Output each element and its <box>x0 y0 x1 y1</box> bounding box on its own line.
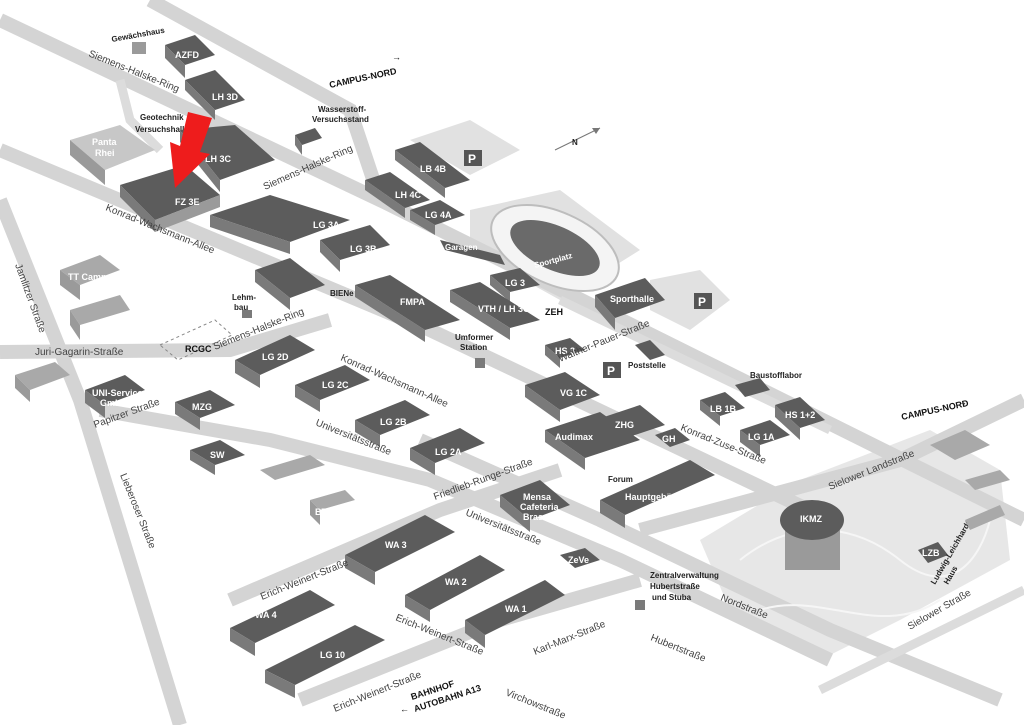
svg-text:Forum: Forum <box>608 475 633 484</box>
svg-text:GH: GH <box>662 434 676 444</box>
svg-text:LB 4B: LB 4B <box>420 164 447 174</box>
svg-text:LH 3D: LH 3D <box>212 92 239 102</box>
svg-text:LG 4A: LG 4A <box>425 210 452 220</box>
svg-text:Baustofflabor: Baustofflabor <box>750 371 802 380</box>
svg-text:FZ 3E: FZ 3E <box>175 197 200 207</box>
svg-text:Gewächshaus: Gewächshaus <box>111 26 166 44</box>
north-arrow-icon: N <box>554 127 601 151</box>
arrow-marker-icon <box>170 112 212 188</box>
svg-text:FMPA: FMPA <box>400 297 425 307</box>
svg-text:Schülerlabor: Schülerlabor <box>320 517 376 527</box>
svg-text:LG 3A: LG 3A <box>313 220 340 230</box>
svg-text:GmbH: GmbH <box>100 398 127 408</box>
svg-text:N: N <box>572 138 578 147</box>
svg-text:Hubertstraße: Hubertstraße <box>650 582 700 591</box>
svg-text:Hauptgebäude: Hauptgebäude <box>625 492 688 502</box>
ikmz-building[interactable]: IKMZ <box>780 500 844 570</box>
svg-text:BIENe: BIENe <box>330 289 354 298</box>
direction-arrow-icon: → <box>392 52 401 62</box>
svg-text:P: P <box>468 152 476 166</box>
svg-text:Mensa: Mensa <box>523 492 552 502</box>
svg-text:Audimax: Audimax <box>555 432 593 442</box>
svg-text:LH 4C: LH 4C <box>395 190 422 200</box>
svg-text:und Stuba: und Stuba <box>652 593 692 602</box>
svg-text:HS 1+2: HS 1+2 <box>785 410 815 420</box>
svg-text:LG 3B: LG 3B <box>350 244 377 254</box>
svg-text:Brasserie: Brasserie <box>523 512 564 522</box>
svg-text:bau: bau <box>234 303 248 312</box>
svg-text:Hubertstraße: Hubertstraße <box>649 633 708 665</box>
svg-text:Cafeteria: Cafeteria <box>520 502 560 512</box>
svg-text:Umformer: Umformer <box>455 333 493 342</box>
parking-lot-east <box>650 270 730 330</box>
svg-text:LG 2A: LG 2A <box>435 447 462 457</box>
azfd-label: AZFD <box>175 50 199 60</box>
svg-text:Juri-Gagarin-Straße: Juri-Gagarin-Straße <box>35 347 124 358</box>
parking-icon: P <box>464 150 482 166</box>
svg-text:LH 3C: LH 3C <box>205 154 232 164</box>
svg-text:IKMZ: IKMZ <box>800 514 822 524</box>
parking-lot-north <box>410 120 520 175</box>
direction-arrow-icon: ← <box>400 704 409 714</box>
svg-text:Rhei: Rhei <box>95 148 115 158</box>
svg-text:HS 3: HS 3 <box>555 346 575 356</box>
parking-icon: P <box>603 362 621 378</box>
svg-text:CAMPUS-NORD: CAMPUS-NORD <box>328 66 398 90</box>
svg-text:LG 3: LG 3 <box>505 278 525 288</box>
svg-text:ZEH: ZEH <box>545 307 563 317</box>
svg-text:ZeVe: ZeVe <box>568 555 589 565</box>
buildings[interactable]: AZFD Gewächshaus LH 3D Panta Rhei Geotec… <box>15 26 1010 698</box>
svg-text:LG 2C: LG 2C <box>322 380 349 390</box>
svg-text:P: P <box>607 364 615 378</box>
svg-text:TT Campus: TT Campus <box>68 272 117 282</box>
svg-text:WA 3: WA 3 <box>385 540 407 550</box>
svg-text:Virchowstraße: Virchowstraße <box>504 688 568 722</box>
svg-text:Karl-Marx-Straße: Karl-Marx-Straße <box>532 619 608 658</box>
svg-text:LG 2D: LG 2D <box>262 352 289 362</box>
svg-text:P: P <box>698 295 706 309</box>
svg-text:LB 1B: LB 1B <box>710 404 737 414</box>
svg-text:Wasserstoff-: Wasserstoff- <box>318 105 366 114</box>
svg-text:Lehm-: Lehm- <box>232 293 256 302</box>
svg-text:LG 1A: LG 1A <box>748 432 775 442</box>
svg-text:LZB: LZB <box>922 548 940 558</box>
svg-text:WA 1: WA 1 <box>505 604 527 614</box>
direction-campus-nord-right: CAMPUS-NORD → <box>900 397 970 422</box>
parking-icon: P <box>694 293 712 309</box>
svg-text:Station: Station <box>460 343 487 352</box>
svg-text:MZG: MZG <box>192 402 212 412</box>
sportplatz: Sportplatz <box>490 204 620 292</box>
svg-text:Panta: Panta <box>92 137 118 147</box>
svg-text:LG 2B: LG 2B <box>380 417 407 427</box>
svg-text:WA 4: WA 4 <box>255 610 277 620</box>
svg-text:Zentralverwaltung: Zentralverwaltung <box>650 571 719 580</box>
svg-text:Versuchsstand: Versuchsstand <box>312 115 369 124</box>
svg-text:ZHG: ZHG <box>615 420 634 430</box>
svg-text:LG 10: LG 10 <box>320 650 345 660</box>
svg-text:SW: SW <box>210 450 225 460</box>
svg-text:UNI-Service: UNI-Service <box>92 388 143 398</box>
svg-text:Geotechnik: Geotechnik <box>140 113 184 122</box>
svg-text:Versuchshalle: Versuchshalle <box>135 125 189 134</box>
svg-text:Sporthalle: Sporthalle <box>610 294 654 304</box>
svg-text:VG 1C: VG 1C <box>560 388 588 398</box>
svg-text:BTU-Unex-: BTU-Unex- <box>315 507 362 517</box>
park-path <box>759 599 941 617</box>
direction-arrow-icon: → <box>958 397 967 407</box>
svg-text:WA 2: WA 2 <box>445 577 467 587</box>
svg-text:VTH / LH 3G: VTH / LH 3G <box>478 304 530 314</box>
svg-text:Poststelle: Poststelle <box>628 361 666 370</box>
svg-text:RCGC: RCGC <box>185 344 212 354</box>
direction-campus-nord-top: CAMPUS-NORD → <box>328 52 401 90</box>
svg-text:Garagen: Garagen <box>445 243 478 252</box>
